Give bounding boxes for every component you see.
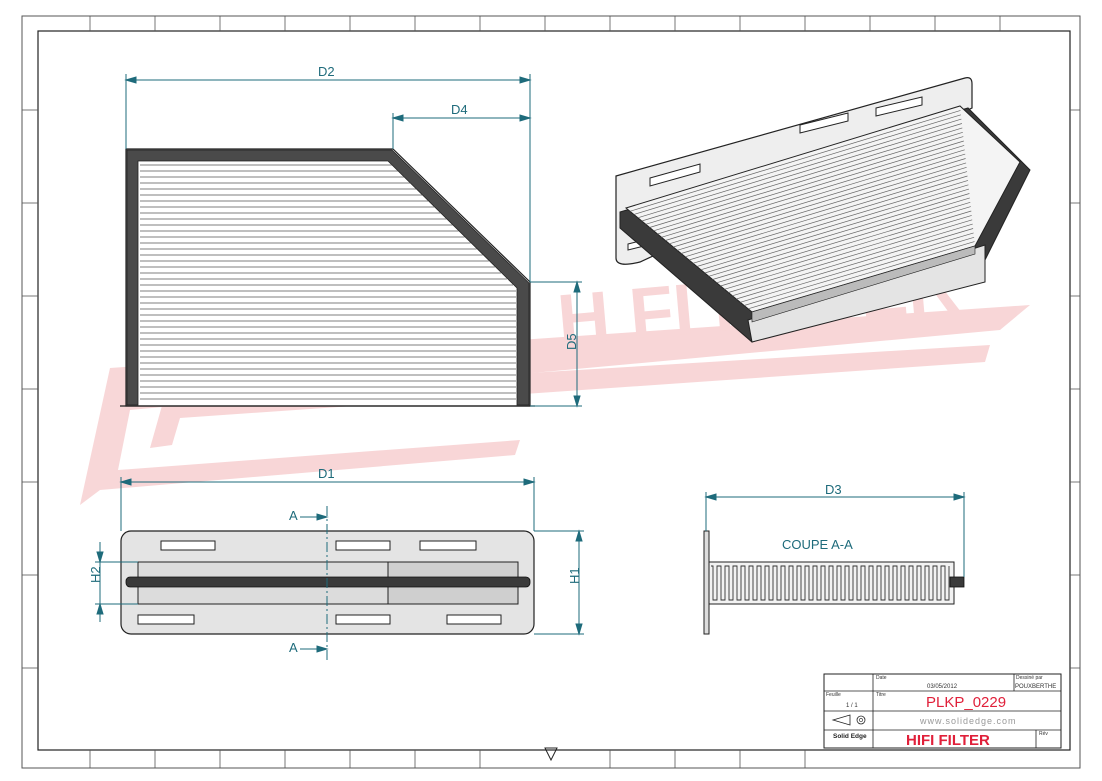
iso-pleat-line [669,153,966,245]
tb-rev-label: Rév [1039,731,1048,737]
dimension-d4 [391,113,532,149]
iso-pleat-line [704,193,970,274]
tb-author-label: Dessiné par [1016,675,1043,681]
iso-pleat-line [716,206,971,284]
section-view [703,530,965,635]
iso-pleat-line [680,166,967,254]
iso-pleat-line [641,123,963,222]
section-marker-top: A [289,508,298,523]
iso-pleat-line [688,175,968,261]
iso-pleat-line [708,197,970,277]
title-block [823,673,1062,749]
iso-pleat-line [744,236,975,306]
iso-pleat-line [677,162,967,251]
tb-sheet-label: Feuille [826,692,841,698]
tb-sheet-value: 1 / 1 [846,703,858,709]
top-view [120,148,535,407]
section-pleats [711,565,950,601]
iso-pleat-line [700,188,970,271]
side-view [120,506,535,660]
dimension-d3 [704,492,966,577]
dimension-d2 [124,74,532,282]
dimension-d3-label: D3 [825,482,842,497]
iso-pleat-line [665,149,965,241]
dimension-d4-label: D4 [451,102,468,117]
iso-pleat-line [649,131,963,228]
dimension-h1 [534,529,584,636]
iso-pleat-line [696,184,969,267]
section-seal [949,576,965,588]
pleat-lines [140,164,516,400]
dimension-d5 [530,280,582,408]
dimension-d1-label: D1 [318,466,335,481]
iso-pleat-line [724,215,972,290]
iso-pleat-line [629,110,961,212]
iso-media [624,105,1021,313]
tb-website: www.solidedge.com [919,716,1017,726]
tb-software: Solid Edge [833,733,867,740]
tb-brand: HIFI FILTER [906,732,990,749]
tb-author-value: POUXBERTHE [1015,684,1056,690]
dimension-h2-label: H2 [88,566,103,583]
projection-symbol-icon [856,715,866,725]
side-seal [125,576,531,588]
tb-title-label: Titre [876,692,886,698]
dimension-d2-label: D2 [318,64,335,79]
side-plate-slots [137,540,502,625]
iso-pleat-line [712,201,971,280]
section-marker-bottom: A [289,640,298,655]
isometric-view [615,77,1031,343]
iso-pleat-line [720,210,972,287]
iso-pleat-line [684,171,968,258]
iso-pleat-lines [629,110,975,310]
tb-part-number: PLKP_0229 [926,694,1006,711]
zone-ticks [22,16,1080,768]
iso-pleat-line [661,145,965,238]
tb-date-label: Date [876,675,887,681]
iso-pleat-line [653,136,964,232]
iso-pleat-line [740,232,974,303]
dimension-d1 [119,477,536,531]
iso-pleat-line [692,180,969,264]
iso-pleat-line [732,223,973,297]
section-plate [703,530,710,635]
section-caption: COUPE A-A [782,537,853,552]
section-line-markers [300,513,329,653]
centering-arrow-icon [544,747,558,762]
iso-pleat-line [673,158,966,248]
iso-pleat-line [645,127,963,225]
sheet-border [21,15,1081,769]
iso-pleat-line [748,241,975,310]
iso-pleat-line [728,219,973,293]
dimension-h2 [95,542,138,622]
tb-date-value: 03/05/2012 [927,684,958,690]
filter-front-outline [125,148,531,407]
iso-pleat-line [657,140,964,235]
dimension-h1-label: H1 [567,567,582,584]
iso-pleat-line [633,114,962,215]
filter-frame [126,149,530,406]
iso-pleat-line [637,118,962,219]
drawing-frame [37,30,1071,751]
dimension-d5-label: D5 [564,333,579,350]
iso-pleat-line [736,228,974,300]
